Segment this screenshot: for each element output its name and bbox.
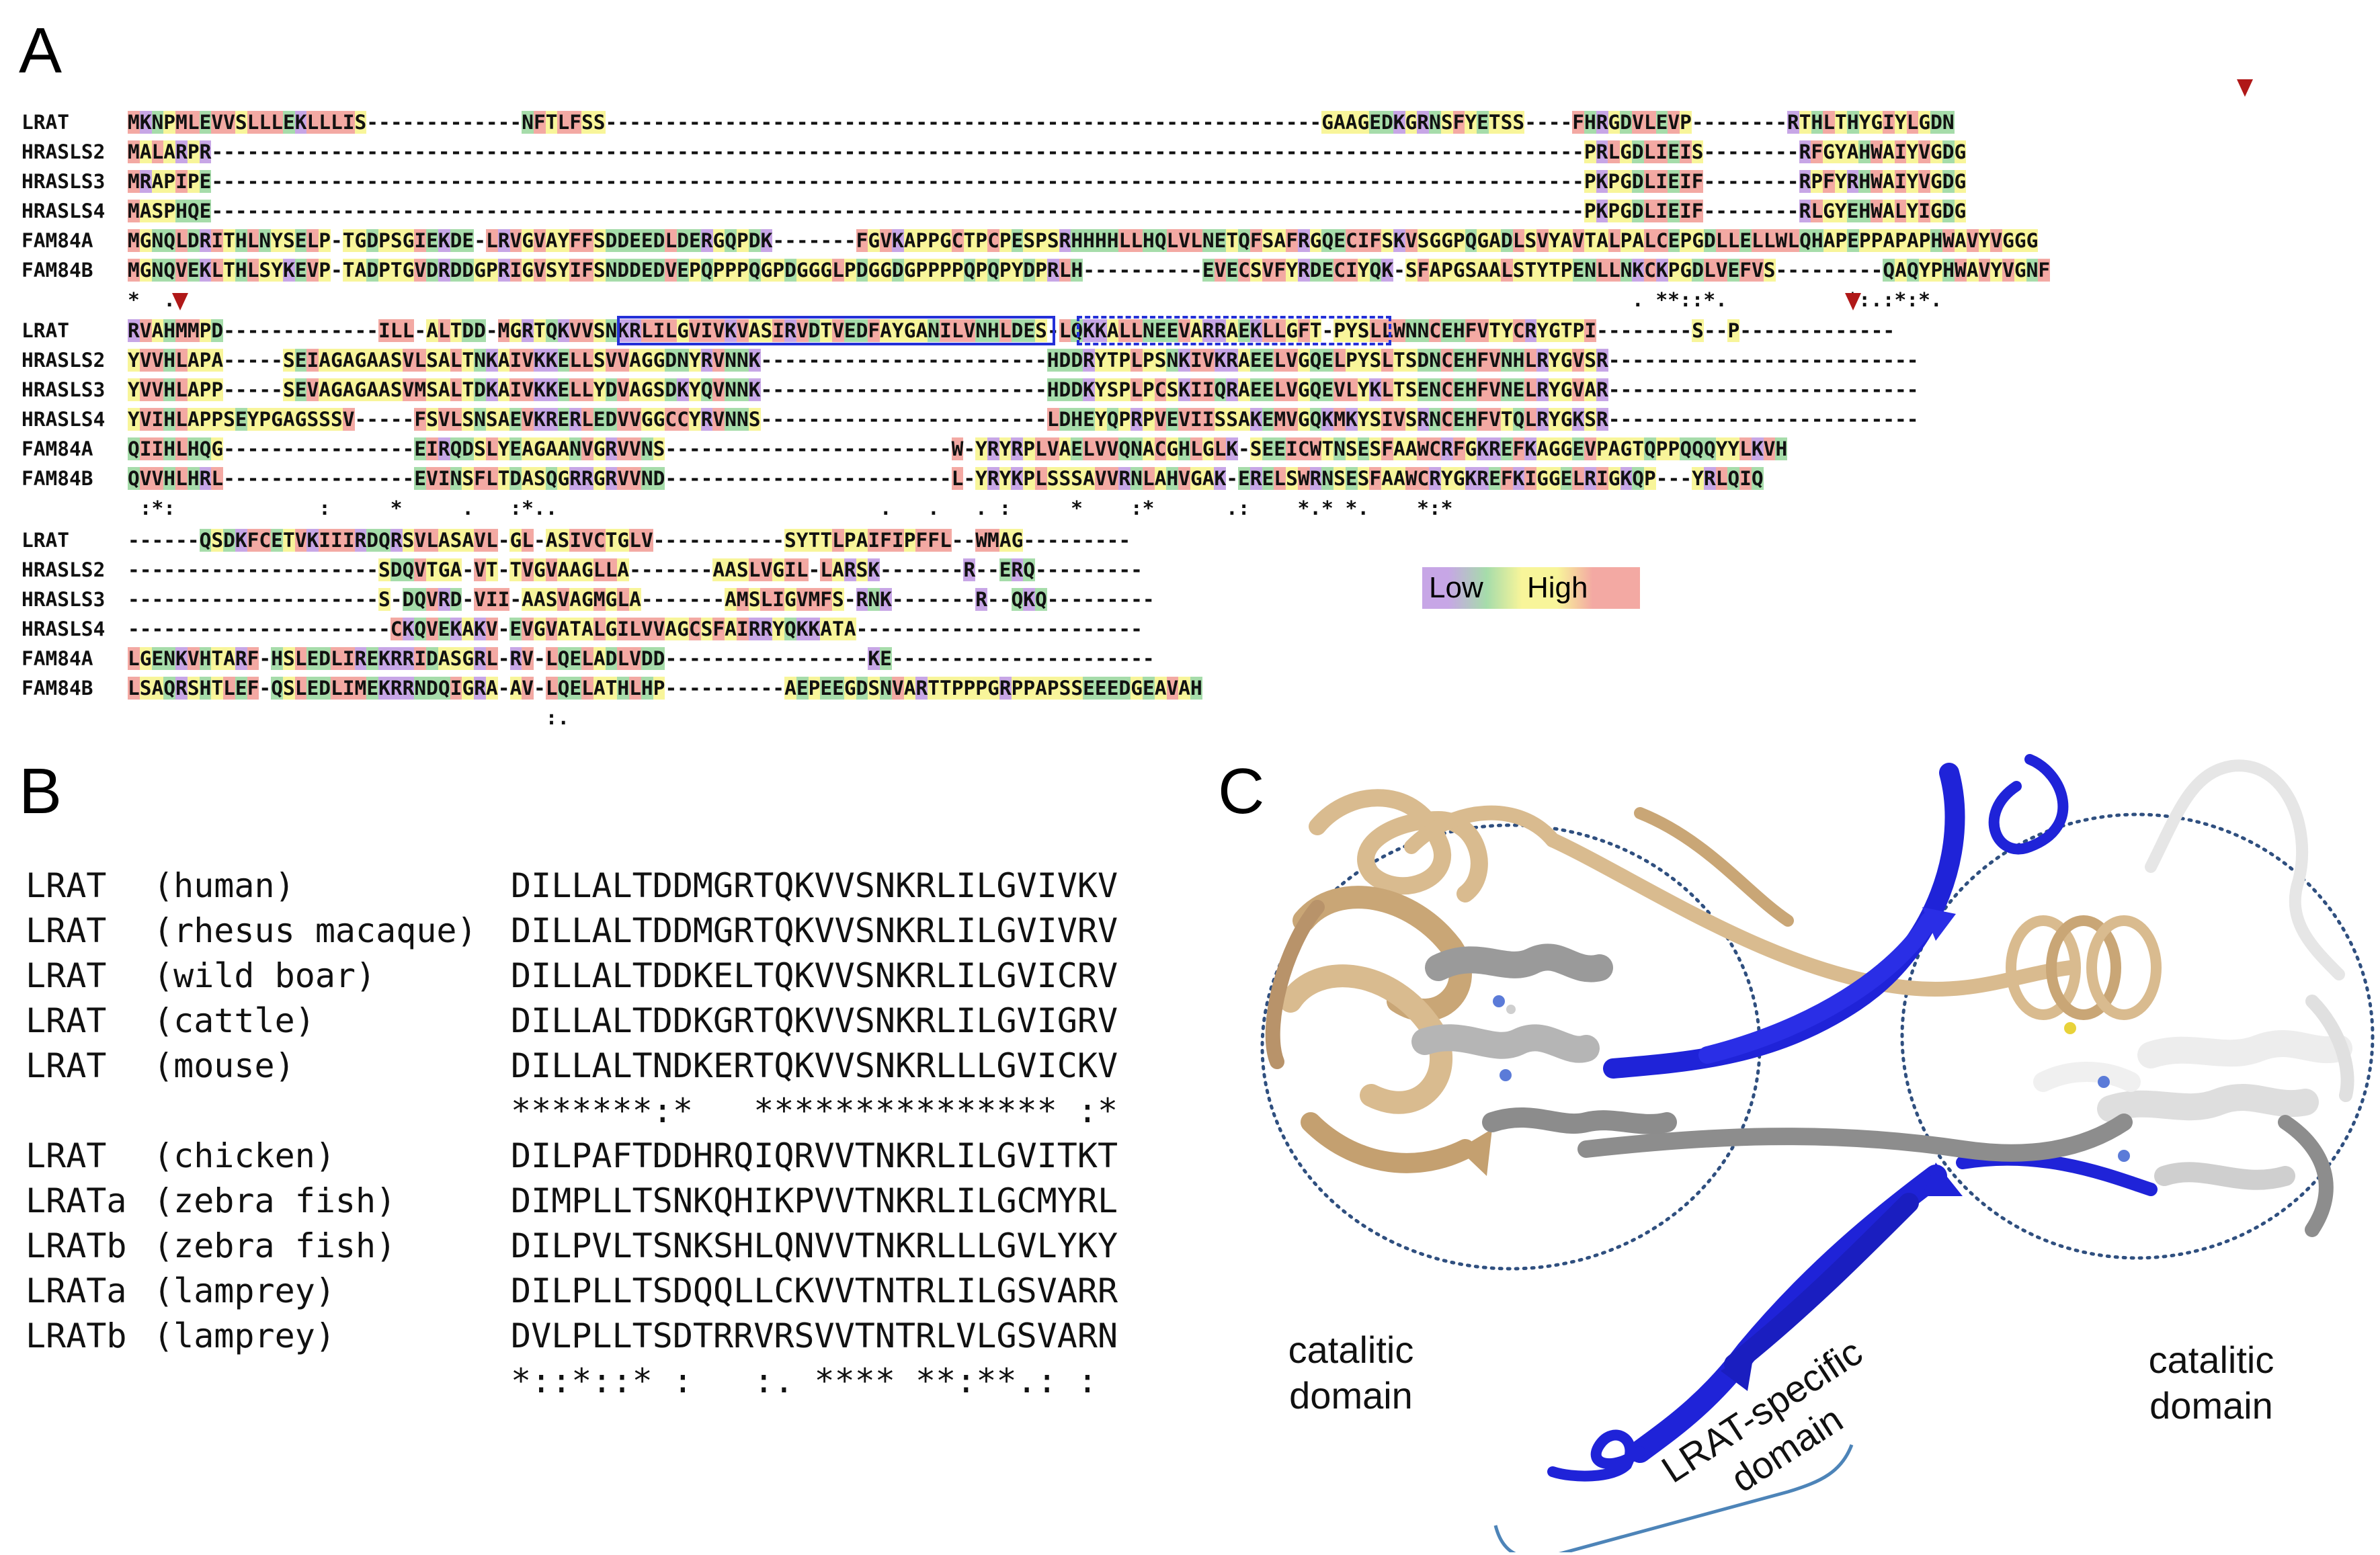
lrat-specific-bracket — [1493, 1444, 1854, 1552]
ortholog-sequence: DIMPLLTSNKQHIKPVVTNKRLILGCMYRL — [511, 1181, 1118, 1220]
species-name: (zebra fish) — [153, 1181, 397, 1220]
sequence: YVVHLAPA-----SEIAGAGAASVLSALTNKAIVKKELLS… — [128, 349, 1919, 372]
sequence: ---------------------SDQVTGA-VT-TVGVAAGL… — [128, 558, 1143, 581]
consensus-symbols: * . . **::*. *:.:*:*. — [128, 288, 1942, 311]
sequence: MGNQVEKLTHLSYKEVP-TADPTGVDRDDGPRIGVSYIFS… — [128, 259, 2051, 282]
species-name: (cattle) — [153, 1001, 315, 1040]
species-name: (human) — [153, 866, 295, 905]
tan-linker-ribbon — [1545, 807, 2162, 1020]
gene-name: LRAT — [26, 1046, 107, 1085]
sequence-name: FAM84B — [22, 259, 93, 282]
ortholog-sequence: DILLALTDDMGRTQKVVSNKRLILGVIVKV — [511, 866, 1118, 905]
conservation-legend: Low High — [1422, 567, 1640, 609]
species-name: (zebra fish) — [153, 1226, 397, 1265]
legend-gradient — [1487, 567, 1522, 609]
left-domain-label-line2: domain — [1289, 1374, 1413, 1417]
sequence: ---------------------S-DQVRD-VII-AASVAGM… — [128, 588, 1155, 611]
ortholog-sequence: DILLALTDDKGRTQKVVSNKRLILGVIGRV — [511, 1001, 1118, 1040]
ortholog-sequence: *::*::* : :. **** **:**.: : — [511, 1361, 1098, 1400]
sequence-name: HRASLS4 — [22, 408, 106, 431]
catalytic-site-marker — [1845, 293, 1861, 310]
sequence: LSAQRSHTLEF-QSLEDLIMEKRRNDQIGRA-AV-LQELA… — [128, 677, 1202, 700]
sequence: MKNPMLEVVSLLLEKLLLIS-------------NFTLFSS… — [128, 111, 1955, 134]
sequence: QVVHLHRL----------------EVINSFLTDASQGRRG… — [128, 467, 1764, 490]
sequence: MGNQLDRITHLNYSELP-TGDPSGIEKDE-LRVGVAYFFS… — [128, 229, 2039, 252]
ortholog-sequence: DILLALTNDKERTQKVVSNKRLLLGVICKV — [511, 1046, 1118, 1085]
gene-name: LRATa — [26, 1271, 127, 1310]
legend-high: High — [1522, 567, 1640, 609]
ortholog-sequence: DVLPLLTSDTRRVRSVVTNTRLVLGSVARN — [511, 1316, 1118, 1355]
species-name: (rhesus macaque) — [153, 911, 477, 950]
right-domain-label-line1: catalitic — [2148, 1339, 2274, 1381]
species-name: (mouse) — [153, 1046, 295, 1085]
sequence-name: HRASLS2 — [22, 349, 106, 372]
sequence-name: FAM84B — [22, 467, 93, 490]
sequence: MASPHQE---------------------------------… — [128, 200, 1967, 222]
gene-name: LRAT — [26, 1001, 107, 1040]
species-name: (chicken) — [153, 1136, 335, 1175]
ortholog-sequence: DILLALTDDMGRTQKVVSNKRLILGVIVRV — [511, 911, 1118, 950]
sequence-name: HRASLS2 — [22, 140, 106, 163]
panel-label-b: B — [19, 755, 63, 827]
sequence: YVVHLAPP-----SEVAGAGAASVMSALTDKAIVKKELLY… — [128, 378, 1919, 401]
gene-name: LRAT — [26, 911, 107, 950]
panel-label-a: A — [19, 15, 63, 87]
sequence-name: FAM84A — [22, 647, 93, 670]
consensus-symbols: :*: : * . :*.. . . . : * :* .: *.* *. *:… — [128, 497, 1453, 519]
gene-name: LRATb — [26, 1316, 127, 1355]
sequence: ------QSDKFCETVKIIIRDQRSVLASAVL-GL-ASIVC… — [128, 529, 1131, 552]
right-catalytic-domain-ribbon — [2033, 759, 2354, 1237]
lrat-structure-diagram — [1260, 754, 2375, 1552]
sequence-name: LRAT — [22, 111, 70, 134]
gene-name: LRATb — [26, 1226, 127, 1265]
legend-low: Low — [1422, 567, 1487, 609]
sequence-name: LRAT — [22, 319, 70, 342]
gene-name: LRATa — [26, 1181, 127, 1220]
lrat-specific-box-dashed — [1077, 316, 1391, 345]
sequence-name: HRASLS2 — [22, 558, 106, 581]
left-domain-label: catalitic domain — [1250, 1327, 1452, 1419]
sequence: YVIHLAPPSEYPGAGSSSV-----FSVLSNSAEVKRERLE… — [128, 408, 1919, 431]
sequence: MALARPR---------------------------------… — [128, 140, 1967, 163]
lrat-specific-box-solid — [617, 316, 1055, 345]
active-site-residues — [1493, 995, 2130, 1162]
sequence-name: LRAT — [22, 529, 70, 552]
species-name: (lamprey) — [153, 1271, 335, 1310]
ortholog-sequence: DILPLLTSDQQLLCKVVTNTRLILGSVARR — [511, 1271, 1118, 1310]
species-name: (lamprey) — [153, 1316, 335, 1355]
sequence-name: HRASLS3 — [22, 378, 106, 401]
sequence-name: HRASLS4 — [22, 200, 106, 222]
sequence-name: HRASLS4 — [22, 618, 106, 640]
sequence-name: FAM84A — [22, 229, 93, 252]
right-domain-label: catalitic domain — [2110, 1337, 2312, 1429]
sequence: ----------------------CKQVEKAKV-EVGVATAL… — [128, 618, 1143, 640]
catalytic-site-marker — [2237, 79, 2253, 97]
gene-name: LRAT — [26, 1136, 107, 1175]
consensus-symbols: :. — [128, 706, 570, 729]
sequence-name: FAM84A — [22, 437, 93, 460]
gene-name: LRAT — [26, 956, 107, 995]
lrat-specific-ribbon — [1547, 754, 2158, 1482]
gray-linker-ribbon — [1577, 1113, 2133, 1162]
sequence-name: HRASLS3 — [22, 170, 106, 193]
sequence: LGENKVHTARF-HSLEDLIREKRRIDASGRL-RV-LQELA… — [128, 647, 1155, 670]
right-domain-label-line2: domain — [2149, 1384, 2273, 1427]
right-domain-ellipse — [1900, 812, 2375, 1260]
ortholog-sequence: DILLALTDDKELTQKVVSNKRLILGVICRV — [511, 956, 1118, 995]
sequence-name: FAM84B — [22, 677, 93, 700]
left-domain-helices — [1411, 943, 1677, 1134]
sequence: QIIHLHQG----------------EIRQDSLYEAGAANVG… — [128, 437, 1788, 460]
gene-name: LRAT — [26, 866, 107, 905]
catalytic-site-marker — [172, 293, 188, 310]
sequence: MRAPIPE---------------------------------… — [128, 170, 1967, 193]
ortholog-sequence: DILPVLTSNKSHLQNVVTNKRLLLGVLYKY — [511, 1226, 1118, 1265]
panel-label-c: C — [1218, 755, 1265, 827]
sequence-name: HRASLS3 — [22, 588, 106, 611]
species-name: (wild boar) — [153, 956, 376, 995]
ortholog-sequence: *******:* *************** :* — [511, 1091, 1118, 1130]
left-domain-label-line1: catalitic — [1288, 1329, 1414, 1371]
ortholog-sequence: DILPAFTDDHRQIQRVVTNKRLILGVITKT — [511, 1136, 1118, 1175]
